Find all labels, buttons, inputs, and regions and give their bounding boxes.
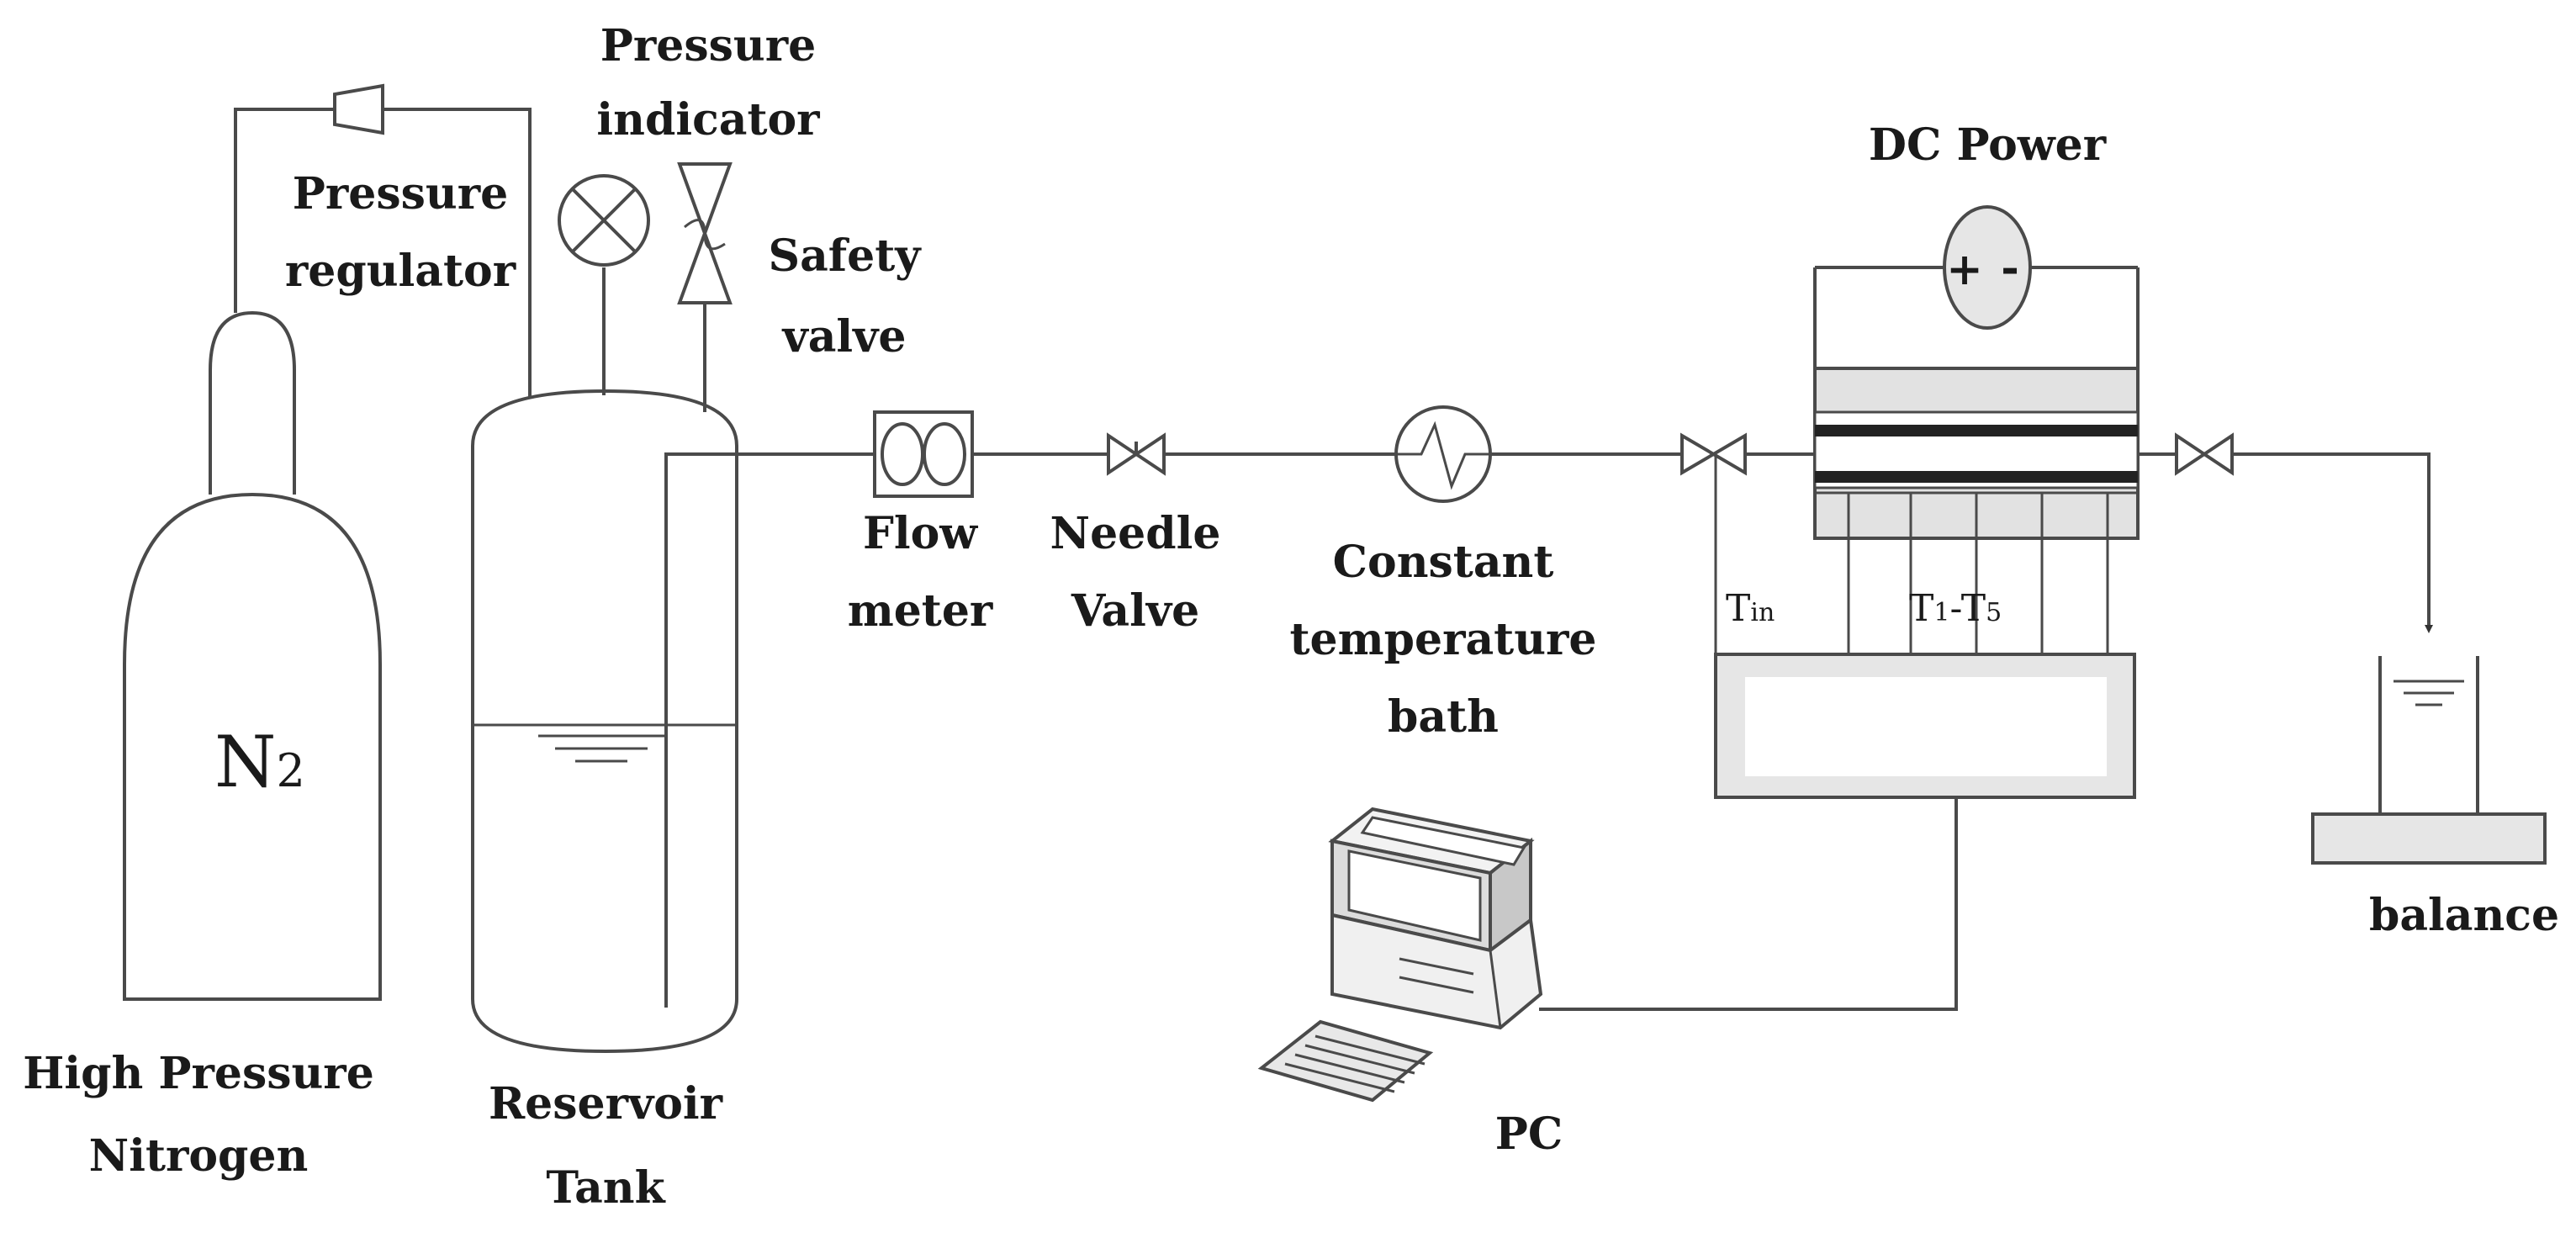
dc-power-supply: + -	[1813, 205, 2140, 368]
negative-terminal: -	[2001, 242, 2019, 294]
t-in-label: Tin	[1726, 587, 1775, 630]
reservoir-label-line1: Reservoir	[489, 1078, 723, 1130]
pressure-indicator-label-line1: Pressure	[600, 20, 816, 71]
flow-meter-label-line2: meter	[848, 585, 993, 637]
inlet-valve-icon	[1680, 432, 1747, 476]
pressure-regulator-label-line2: regulator	[285, 246, 516, 297]
pressure-indicator-label-line2: indicator	[596, 94, 820, 145]
needle-valve-icon	[1107, 432, 1166, 476]
bath-label-line2: temperature	[1290, 614, 1597, 665]
dc-power-label: DC Power	[1869, 119, 2107, 171]
needle-valve-label-line1: Needle	[1050, 508, 1221, 559]
outlet-valve-icon	[2175, 432, 2234, 476]
t1-t5-label: T1-T5	[1909, 587, 2002, 630]
dc-power-icon	[1943, 205, 2032, 330]
pressure-regulator-icon	[333, 83, 384, 135]
bath-label-line3: bath	[1388, 691, 1499, 743]
reservoir-label-line2: Tank	[546, 1162, 665, 1214]
collection-beaker	[2378, 656, 2479, 816]
heat-exchanger-icon	[1394, 405, 1492, 503]
reservoir-tank	[471, 389, 875, 1054]
safety-valve-label-line1: Safety	[769, 230, 923, 282]
nitrogen-label-line2: Nitrogen	[89, 1130, 309, 1182]
data-acquisition-box	[1714, 653, 2136, 799]
flow-meter-label-line1: Flow	[863, 508, 978, 559]
bath-label-line1: Constant	[1333, 537, 1554, 588]
nitrogen-label-line1: High Pressure	[23, 1048, 374, 1099]
safety-valve-label-line2: valve	[782, 311, 907, 362]
cylinder-gas-label: N2	[214, 721, 305, 803]
pressure-regulator-label-line1: Pressure	[293, 168, 508, 220]
balance-scale	[2311, 812, 2547, 865]
needle-valve-label-line2: Valve	[1071, 585, 1199, 637]
test-section	[1813, 367, 2140, 540]
nitrogen-cylinder: N2	[123, 310, 382, 1001]
safety-valve-icon	[677, 162, 733, 412]
flow-meter-icon	[873, 410, 974, 498]
pc-label: PC	[1495, 1108, 1563, 1160]
pressure-indicator-icon	[558, 174, 650, 395]
positive-terminal: +	[1946, 244, 1983, 295]
thermocouple-wires	[1714, 454, 2109, 654]
balance-label: balance	[2369, 890, 2559, 941]
pc-computer-icon	[1257, 807, 1543, 1103]
